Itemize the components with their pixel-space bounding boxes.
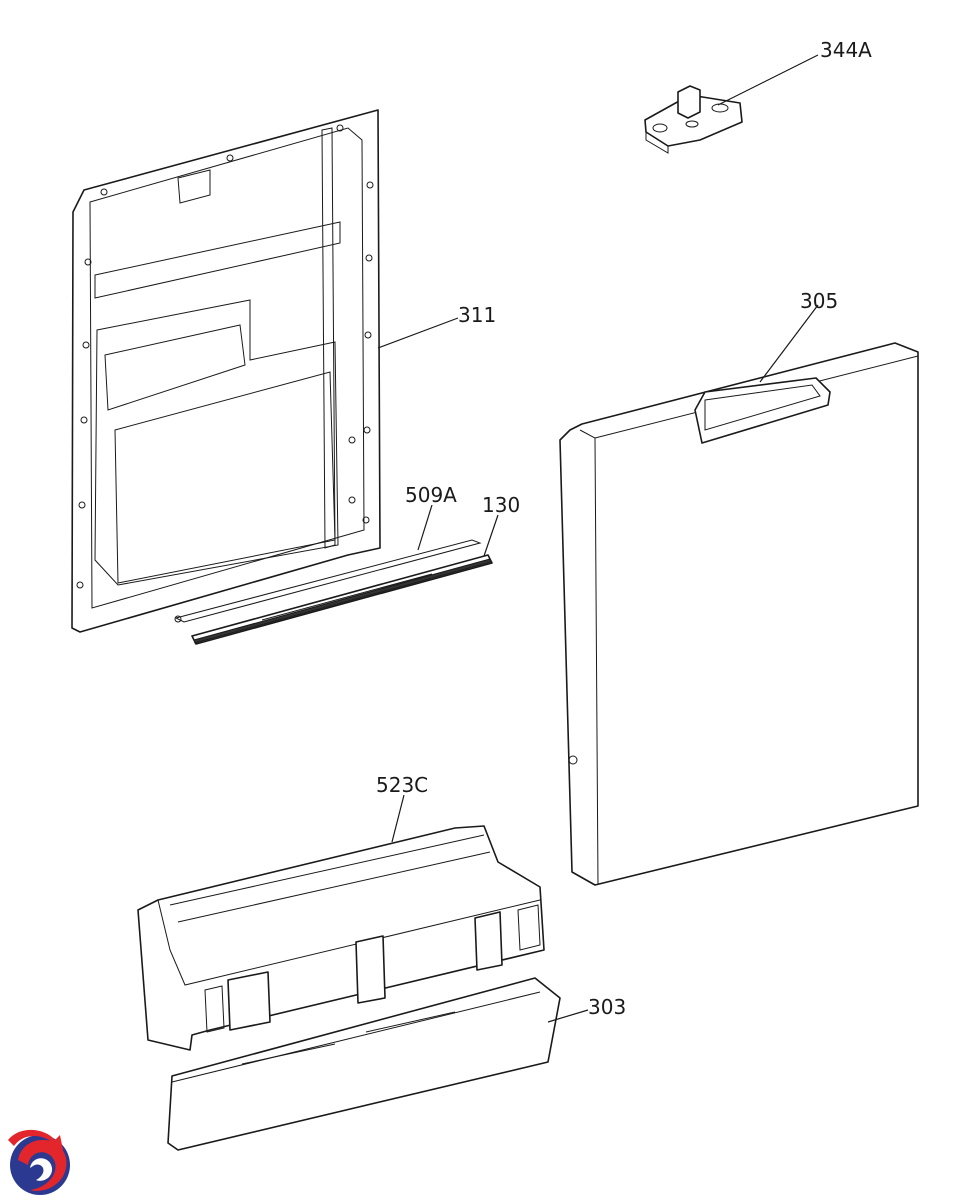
leader-lines [377, 54, 819, 1023]
part-130-gasket-strip[interactable] [191, 554, 493, 645]
part-344a-bracket[interactable] [644, 85, 743, 154]
part-311-inner-door-panel[interactable] [71, 109, 381, 633]
callout-523c: 523C [376, 773, 428, 797]
callout-344a: 344A [820, 38, 872, 62]
callout-509a: 509A [405, 483, 457, 507]
panel-holes [76, 124, 374, 589]
swirl-logo-icon [8, 1129, 70, 1195]
part-305-outer-door-panel[interactable] [559, 342, 919, 886]
callout-303: 303 [588, 995, 626, 1019]
callout-311: 311 [458, 303, 496, 327]
callout-305: 305 [800, 289, 838, 313]
part-509a-rod[interactable] [174, 539, 482, 623]
part-523c-control-housing[interactable] [137, 825, 545, 1051]
part-303-kick-panel[interactable] [167, 977, 561, 1151]
callout-130: 130 [482, 493, 520, 517]
